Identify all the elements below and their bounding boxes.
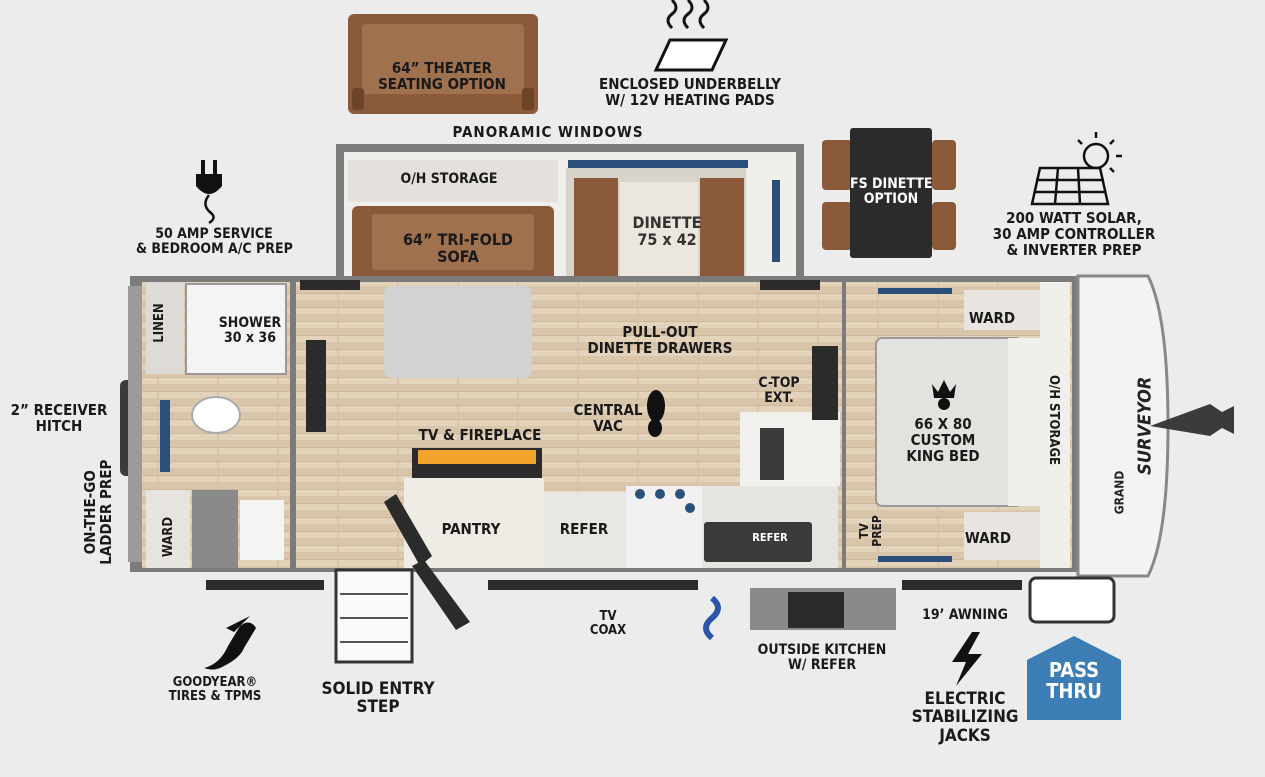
- dinette-label: DINETTE 75 x 42: [632, 213, 702, 250]
- receiver-label: 2” RECEIVER HITCH: [10, 401, 108, 436]
- central-vac-label: CENTRAL VAC: [573, 401, 643, 436]
- sun-icon: [1077, 132, 1122, 173]
- shower-label: SHOWER 30 x 36: [218, 315, 282, 347]
- jacks-label: ELECTRIC STABILIZING JACKS: [911, 689, 1019, 746]
- oh-storage-top-label: O/H STORAGE: [400, 171, 498, 187]
- fs-dinette-label: FS DINETTE OPTION: [850, 176, 933, 208]
- bed-label: 66 X 80 CUSTOM KING BED: [906, 415, 980, 466]
- ladder-label: ON-THE-GO LADDER PREP: [80, 459, 115, 565]
- entry-step-label: SOLID ENTRY STEP: [321, 679, 435, 718]
- dinette-image: [566, 160, 780, 294]
- goodyear-label: GOODYEAR® TIRES & TPMS: [168, 675, 262, 705]
- brand-grand: GRAND: [1112, 470, 1127, 515]
- sofa-label: 64” TRI-FOLD SOFA: [403, 230, 513, 267]
- solar-label: 200 WATT SOLAR, 30 AMP CONTROLLER & INVE…: [992, 209, 1156, 260]
- theater-label: 64” THEATER SEATING OPTION: [378, 59, 506, 94]
- amp-label: 50 AMP SERVICE & BEDROOM A/C PREP: [136, 226, 293, 258]
- pantry-label: PANTRY: [441, 520, 501, 538]
- solar-panel-icon: [1030, 166, 1110, 206]
- fs-dinette-image: [822, 128, 956, 258]
- theater-seating-image: [348, 14, 538, 114]
- brand-surveyor: SURVEYOR: [1134, 376, 1156, 475]
- sofa-image: [352, 206, 554, 282]
- entry-step-image: [334, 494, 470, 664]
- winged-foot-icon: [204, 616, 256, 670]
- pullout-label: PULL-OUT DINETTE DRAWERS: [587, 323, 733, 358]
- lightning-icon: [952, 632, 982, 686]
- oh-storage-side-label: O/H STORAGE: [1046, 374, 1062, 466]
- ward-bottom-label: WARD: [964, 529, 1012, 547]
- tv-coax-label: TV COAX: [589, 609, 627, 639]
- ward-top-label: WARD: [968, 309, 1016, 327]
- crown-icon: [932, 380, 956, 410]
- awning-label: 19’ AWNING: [922, 607, 1008, 623]
- ward-bath-label: WARD: [160, 516, 176, 558]
- tv-fireplace-label: TV & FIREPLACE: [418, 426, 542, 444]
- footprint-icon: [647, 390, 665, 437]
- outside-kitchen-label: OUTSIDE KITCHEN W/ REFER: [757, 642, 887, 674]
- heat-pad-icon: [653, 0, 729, 72]
- linen-label: LINEN: [151, 303, 167, 343]
- pass-thru-label: PASS THRU: [1046, 658, 1102, 703]
- refer-small-label: REFER: [752, 531, 788, 544]
- refer-label: REFER: [559, 520, 609, 538]
- plug-icon: [196, 160, 222, 225]
- underbelly-label: ENCLOSED UNDERBELLY W/ 12V HEATING PADS: [599, 75, 781, 110]
- panoramic-label: PANORAMIC WINDOWS: [452, 123, 644, 141]
- ctop-label: C-TOP EXT.: [758, 375, 800, 407]
- tv-prep-label: TV PREP: [857, 515, 884, 547]
